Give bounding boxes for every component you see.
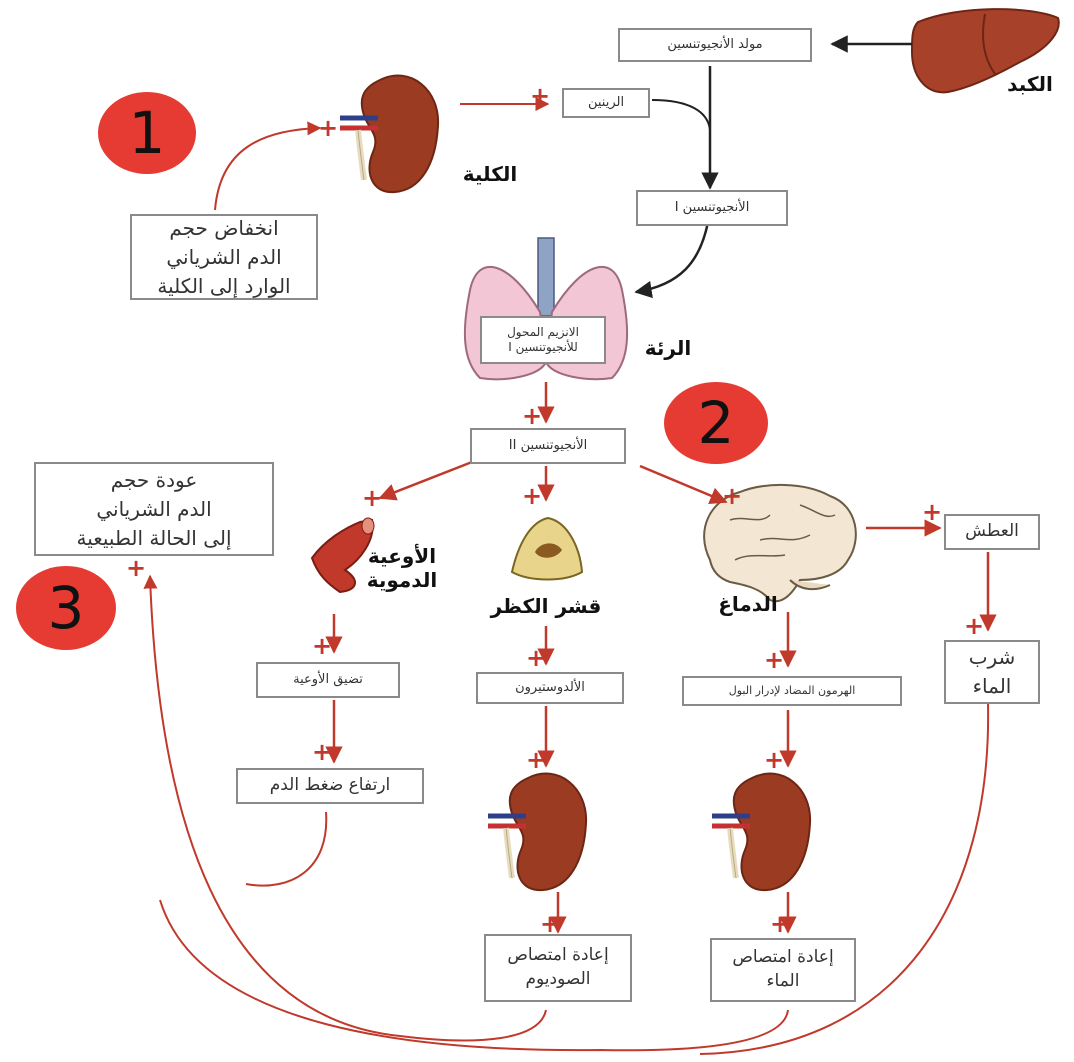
plus-sign: + [526, 748, 546, 772]
plus-sign: + [530, 84, 550, 108]
plus-sign: + [764, 748, 784, 772]
adh-box: الهرمون المضاد لإدرار البول [682, 676, 902, 706]
liver-label: الكبد [990, 72, 1070, 96]
lung-label: الرئة [630, 336, 706, 360]
plus-sign: + [540, 912, 560, 936]
thirst-box: العطش [944, 514, 1040, 550]
kidney-adh-illustration [712, 774, 810, 891]
step-1-badge: 1 [98, 92, 196, 174]
angiotensinogen-box: مولد الأنجيوتنسين [618, 28, 812, 62]
renin-box: الرينين [562, 88, 650, 118]
adrenal-label: قشر الكظر [466, 594, 626, 618]
vasoconstriction-box: تضيق الأوعية [256, 662, 400, 698]
low-volume-box: انخفاض حجم الدم الشرياني الوارد إلى الكل… [130, 214, 318, 300]
drink-water-box: شرب الماء [944, 640, 1040, 704]
vessels-label: الأوعية الدموية [340, 544, 464, 592]
plus-sign: + [126, 556, 146, 580]
angiotensin-2-box: الأنجيوتنسين II [470, 428, 626, 464]
ace-box: الانزيم المحول للأنجيوتنسين I [480, 316, 606, 364]
plus-sign: + [362, 486, 382, 510]
plus-sign: + [522, 484, 542, 508]
plus-sign: + [922, 500, 942, 524]
step-2-badge: 2 [664, 382, 768, 464]
return-normal-box: عودة حجم الدم الشرياني إلى الحالة الطبيع… [34, 462, 274, 556]
kidney-top-illustration [340, 76, 438, 193]
plus-sign: + [312, 740, 332, 764]
plus-sign: + [522, 404, 542, 428]
angiotensin-1-box: الأنجيوتنسين I [636, 190, 788, 226]
plus-sign: + [312, 634, 332, 658]
plus-sign: + [770, 912, 790, 936]
plus-sign: + [722, 484, 742, 508]
brain-label: الدماغ [700, 592, 796, 616]
water-reabsorption-box: إعادة امتصاص الماء [710, 938, 856, 1002]
step-3-badge: 3 [16, 566, 116, 650]
plus-sign: + [964, 614, 984, 638]
kidney-label: الكلية [440, 162, 540, 186]
sodium-reabsorption-box: إعادة امتصاص الصوديوم [484, 934, 632, 1002]
adrenal-illustration [512, 518, 582, 580]
bp-rise-box: ارتفاع ضغط الدم [236, 768, 424, 804]
kidney-aldosterone-illustration [488, 774, 586, 891]
plus-sign: + [318, 116, 338, 140]
plus-sign: + [764, 648, 784, 672]
aldosterone-box: الألدوستيرون [476, 672, 624, 704]
plus-sign: + [526, 646, 546, 670]
